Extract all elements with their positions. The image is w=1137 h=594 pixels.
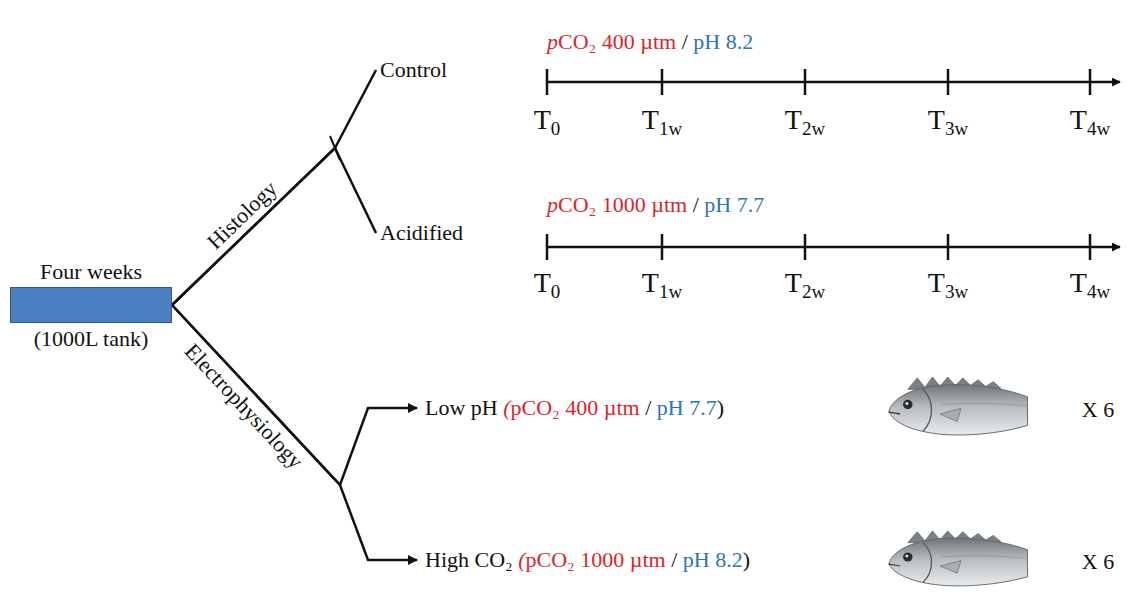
time-point: T1w [642, 104, 682, 136]
time-point: T3w [928, 104, 968, 136]
box-heading: Four weeks [40, 259, 142, 284]
timeline-axis [547, 69, 1120, 95]
node-text: Low pH (pCO₂ 400 µtm / pH 7.7) [425, 395, 724, 420]
node-text: Control [380, 57, 447, 82]
branch-label: Histology [202, 176, 282, 254]
tank-box: Four weeks(1000L tank) [10, 287, 172, 323]
node-text: High CO₂ (pCO₂ 1000 µtm / pH 8.2) [425, 547, 750, 572]
condition-label: pCO₂ 400 µtm / pH 8.2 [547, 29, 753, 54]
timeline-axis [547, 234, 1120, 260]
branch-connector [172, 305, 417, 485]
fish-illustration [889, 531, 1028, 586]
sample-count: X 6 [1082, 397, 1114, 422]
time-point: T4w [1070, 267, 1110, 299]
branch-label: Electrophysiology [180, 338, 309, 473]
branch-connector [172, 148, 376, 305]
treatment-label: Low pH (pCO₂ 400 µtm / pH 7.7) [425, 395, 724, 420]
sample-count: X 6 [1082, 549, 1114, 574]
branch-connector [172, 305, 417, 560]
time-point: T0 [534, 104, 561, 136]
time-point: T1w [642, 267, 682, 299]
treatment-label: High CO₂ (pCO₂ 1000 µtm / pH 8.2) [425, 547, 750, 572]
branch-connector [172, 70, 376, 305]
fish-illustration [889, 377, 1028, 435]
time-point: T3w [928, 267, 968, 299]
node-text: Acidified [380, 220, 463, 245]
time-point: T0 [534, 267, 561, 299]
time-point: T2w [785, 267, 825, 299]
group-label: Acidified [380, 220, 463, 245]
box-caption: (1000L tank) [34, 326, 149, 351]
group-label: Control [380, 57, 447, 82]
condition-label: pCO₂ 1000 µtm / pH 7.7 [547, 192, 764, 217]
time-point: T2w [785, 104, 825, 136]
time-point: T4w [1070, 104, 1110, 136]
